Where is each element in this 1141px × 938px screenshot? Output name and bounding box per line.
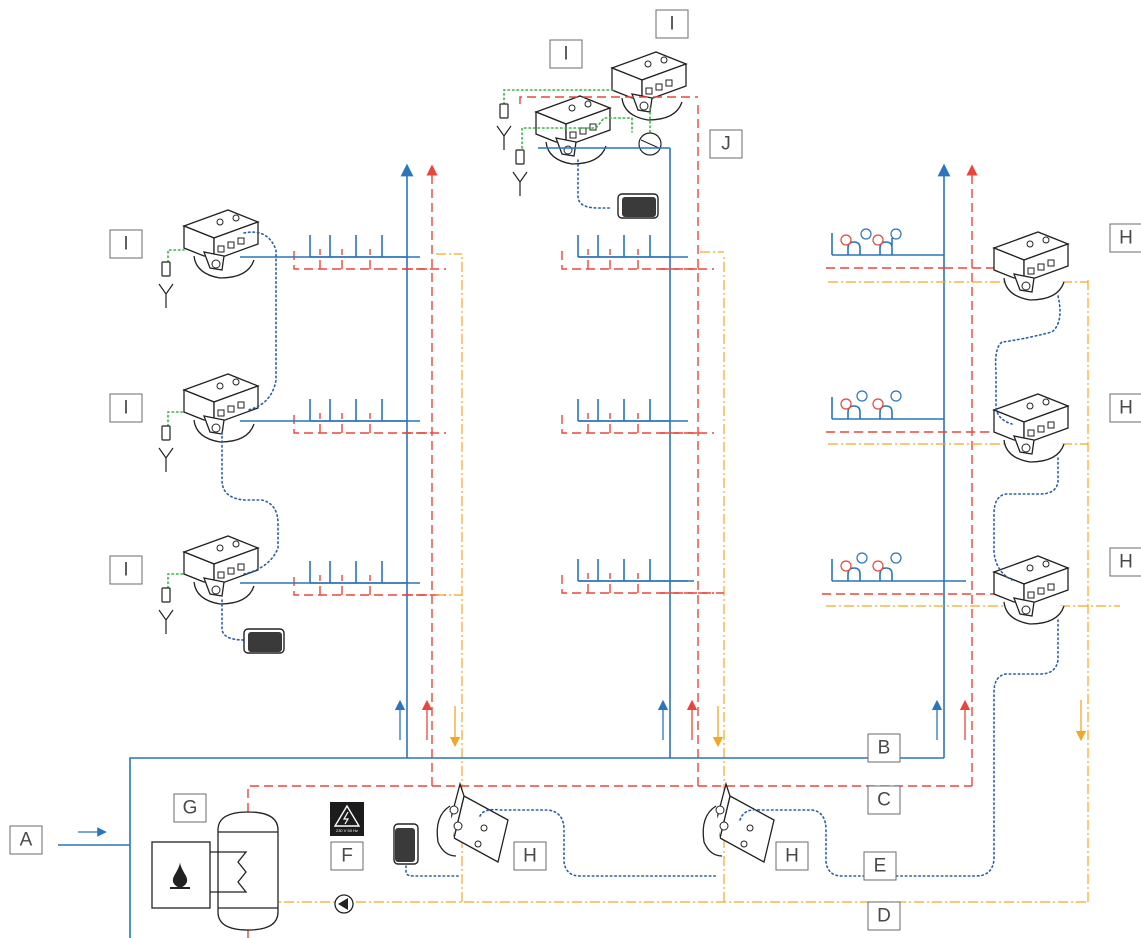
svg-text:J: J bbox=[721, 134, 731, 155]
left-floor-1-controller bbox=[158, 209, 259, 309]
circulation-pump-icon bbox=[334, 894, 354, 914]
label-H-right-1: H bbox=[1109, 223, 1141, 253]
svg-text:H: H bbox=[1119, 228, 1133, 249]
bottom-power-supply-icon bbox=[393, 823, 419, 865]
svg-text:B: B bbox=[878, 738, 891, 759]
svg-text:I: I bbox=[123, 398, 128, 419]
svg-text:H: H bbox=[523, 846, 537, 867]
svg-text:I: I bbox=[669, 14, 674, 35]
bottom-power-cable bbox=[405, 865, 461, 877]
svg-text:A: A bbox=[20, 830, 33, 851]
left-floor-2-branch bbox=[240, 398, 447, 434]
left-power-supply-icon bbox=[243, 628, 285, 654]
label-H-bottom-left: H bbox=[513, 841, 547, 871]
label-E: E bbox=[863, 851, 897, 881]
label-H-right-3: H bbox=[1109, 547, 1141, 577]
top-hot-line bbox=[519, 96, 698, 104]
svg-text:H: H bbox=[785, 846, 799, 867]
label-G: G bbox=[173, 793, 207, 823]
bottom-right-controller bbox=[702, 783, 775, 863]
cold-main bbox=[129, 757, 944, 938]
mid-floor-1-branch bbox=[561, 234, 724, 270]
svg-text:E: E bbox=[874, 856, 887, 877]
right-floor-3-controller bbox=[993, 555, 1069, 625]
water-heater-tank bbox=[200, 811, 279, 931]
top-controller-upper bbox=[611, 51, 687, 121]
label-H-bottom-right: H bbox=[775, 841, 809, 871]
mid-floor-2-branch bbox=[561, 398, 715, 434]
flow-meter-mark bbox=[640, 139, 660, 149]
mid-floor-3-branch bbox=[561, 558, 724, 594]
label-I-left-2: I bbox=[109, 393, 143, 423]
label-I-top-2: I bbox=[655, 9, 689, 39]
label-C: C bbox=[867, 785, 901, 815]
right-floor-3-branch bbox=[822, 552, 1120, 607]
svg-text:C: C bbox=[877, 790, 891, 811]
label-D: D bbox=[867, 901, 901, 931]
label-B: B bbox=[867, 733, 901, 763]
left-signal-cable bbox=[243, 231, 277, 411]
top-power-cable bbox=[577, 159, 613, 209]
top-power-supply-icon bbox=[617, 193, 659, 219]
bottom-signal-cable bbox=[479, 808, 717, 877]
label-I-top-1: I bbox=[549, 39, 583, 69]
svg-text:I: I bbox=[123, 234, 128, 255]
svg-text:F: F bbox=[341, 846, 353, 867]
label-J: J bbox=[709, 129, 743, 159]
label-A: A bbox=[9, 825, 43, 855]
top-controller-lower bbox=[535, 95, 611, 165]
top-probe-icon bbox=[512, 149, 528, 197]
power-warning-sign: 230 V 50 Hz bbox=[330, 802, 364, 836]
svg-text:H: H bbox=[1119, 552, 1133, 573]
svg-text:I: I bbox=[563, 44, 568, 65]
power-sign-text: 230 V 50 Hz bbox=[336, 828, 358, 833]
label-I-left-3: I bbox=[109, 555, 143, 585]
left-floor-3-controller bbox=[158, 535, 259, 635]
top-probe-icon bbox=[496, 103, 512, 151]
right-signal-cable bbox=[895, 619, 1059, 877]
left-floor-2-controller bbox=[158, 373, 259, 473]
svg-text:I: I bbox=[123, 560, 128, 581]
top-sensor-cable bbox=[503, 89, 617, 105]
svg-text:H: H bbox=[1119, 398, 1133, 419]
left-power-cable bbox=[221, 599, 245, 641]
left-signal-cable bbox=[221, 431, 279, 575]
left-floor-1-branch bbox=[240, 234, 462, 270]
label-I-left-1: I bbox=[109, 229, 143, 259]
boiler-unit bbox=[151, 841, 211, 909]
svg-text:D: D bbox=[877, 906, 891, 927]
svg-text:G: G bbox=[183, 798, 198, 819]
left-floor-3-branch bbox=[240, 560, 462, 596]
bottom-signal-cable bbox=[739, 808, 865, 877]
right-signal-cable bbox=[994, 295, 1061, 425]
label-H-right-2: H bbox=[1109, 393, 1141, 423]
right-floor-2-controller bbox=[993, 393, 1069, 463]
top-sensor-cable bbox=[521, 117, 633, 149]
right-signal-cable bbox=[993, 457, 1059, 581]
bottom-left-controller bbox=[436, 783, 509, 863]
right-floor-1-controller bbox=[993, 231, 1069, 301]
label-F: F bbox=[330, 841, 364, 871]
